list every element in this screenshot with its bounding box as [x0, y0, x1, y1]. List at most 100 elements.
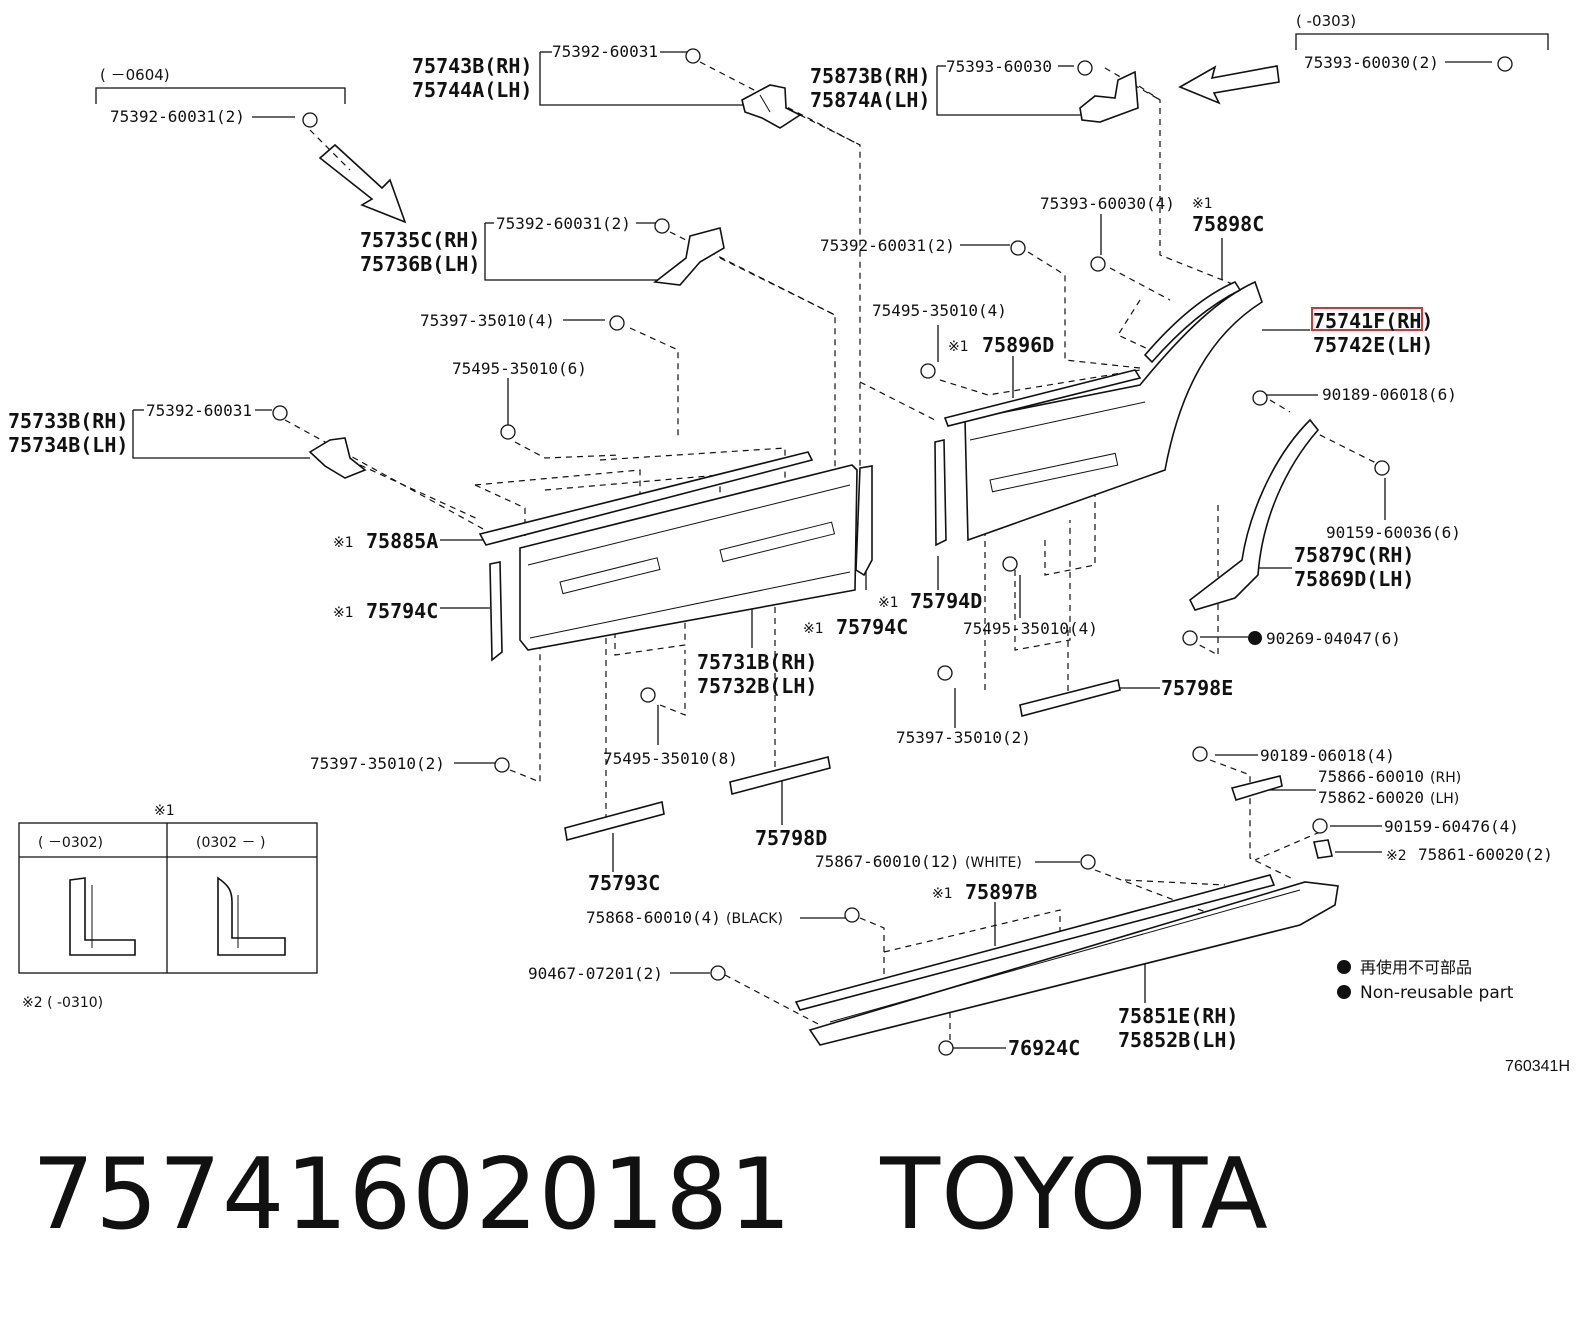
clip-label: 75866-60010	[1318, 767, 1424, 786]
note-mark: ※1	[1192, 196, 1213, 212]
part-label: 75885A	[366, 529, 438, 553]
clip-label: 90467-07201(2)	[528, 964, 663, 983]
legend-dot-en	[1337, 985, 1351, 999]
legend-jp: 再使用不可部品	[1360, 958, 1472, 977]
strip-75798E	[1019, 679, 1121, 717]
part-label-highlighted: 75741F(RH)	[1313, 309, 1433, 333]
clip-label: 90189-06018(4)	[1260, 746, 1395, 765]
part-label: 75732B(LH)	[697, 674, 817, 698]
clip-label-suffix: (BLACK)	[726, 911, 783, 927]
clip-label: 75862-60020	[1318, 788, 1424, 807]
clip-label: 75867-60010(12)	[815, 852, 960, 871]
clip-label: 90159-60036(6)	[1326, 523, 1461, 542]
molding-75885A	[478, 451, 814, 546]
rocker-panel-75851E	[808, 881, 1339, 1046]
part-label: 75794C	[366, 599, 438, 623]
clip-label: 75495-35010(6)	[452, 359, 587, 378]
clip-label: 90159-60476(4)	[1384, 817, 1519, 836]
inset-detail-box	[18, 822, 318, 974]
clip-label: 75393-60030(4)	[1040, 194, 1175, 213]
part-label: 75798D	[755, 826, 827, 850]
note-mark: ※1	[948, 339, 969, 355]
part-label: 75794D	[910, 589, 982, 613]
part-label: 75744A(LH)	[412, 78, 532, 102]
note-mark: ※1	[333, 535, 354, 551]
part-label: 75852B(LH)	[1118, 1028, 1238, 1052]
bracket-75743B	[741, 84, 802, 129]
clip-label: 75861-60020(2)	[1418, 845, 1553, 864]
caption: 757416020181 TOYOTA	[32, 1138, 1269, 1252]
part-label: 75879C(RH)	[1294, 543, 1414, 567]
clip-label: 75392-60031	[552, 42, 658, 61]
legend-en: Non-reusable part	[1360, 983, 1514, 1003]
part-label: 75873B(RH)	[810, 64, 930, 88]
clip-label: 75392-60031(2)	[110, 107, 245, 126]
part-label: 75898C	[1192, 212, 1264, 236]
clip-icons	[272, 48, 1513, 1056]
non-reusable-dot	[1248, 631, 1262, 645]
caption-part-number: 757416020181	[32, 1138, 793, 1252]
part-label: 75733B(RH)	[8, 409, 128, 433]
part-label: 76924C	[1008, 1036, 1080, 1060]
clip-label: 75495-35010(8)	[603, 749, 738, 768]
clip-label-suffix: (RH)	[1430, 770, 1461, 786]
bracket-75733B	[308, 437, 367, 479]
range-label: ( －0604)	[100, 66, 170, 84]
arrow-pointer-left-top	[1178, 65, 1280, 105]
arch-liner-75879C	[1188, 418, 1320, 611]
caption-brand: TOYOTA	[880, 1138, 1269, 1252]
note-mark: ※2	[1386, 848, 1407, 864]
clip-label: 75393-60030	[946, 57, 1052, 76]
part-label: 75743B(RH)	[412, 54, 532, 78]
highlight-box	[1311, 307, 1423, 331]
door-panel-75731B	[519, 464, 858, 651]
clip-label: 75397-35010(2)	[310, 754, 445, 773]
note-mark: ※1	[154, 803, 175, 819]
clip-label-suffix: (LH)	[1430, 791, 1459, 807]
strip-75794C-left	[489, 561, 503, 662]
note-mark: ※1	[932, 886, 953, 902]
bracket-75866	[1230, 775, 1283, 801]
bracket-75735C	[652, 227, 725, 286]
legend-dot-jp	[1337, 960, 1351, 974]
bracket-75873B	[1079, 70, 1139, 123]
note-mark: ※1	[803, 621, 824, 637]
clip-label-suffix: (WHITE)	[965, 855, 1022, 871]
note-range: ※2 ( -0310)	[22, 995, 103, 1011]
clip-label: 90269-04047(6)	[1266, 629, 1401, 648]
range-label: ( -0303)	[1296, 12, 1356, 30]
part-label: 75794C	[836, 615, 908, 639]
strip-75793C	[564, 800, 665, 842]
clip-label: 75397-35010(4)	[420, 311, 555, 330]
part-label: 75869D(LH)	[1294, 567, 1414, 591]
drawing-code: 760341H	[1505, 1058, 1570, 1075]
clip-label: 75393-60030(2)	[1304, 53, 1439, 72]
part-label: 75851E(RH)	[1118, 1004, 1238, 1028]
part-label: 75734B(LH)	[8, 433, 128, 457]
clip-label: 75397-35010(2)	[896, 728, 1031, 747]
part-label: 75735C(RH)	[360, 228, 480, 252]
molding-75898C	[1143, 280, 1242, 364]
note-mark: ※1	[333, 605, 354, 621]
clip-label: 75392-60031	[146, 401, 252, 420]
note-mark: ※1	[878, 595, 899, 611]
part-label: 75731B(RH)	[697, 650, 817, 674]
clip-label: 90189-06018(6)	[1322, 385, 1457, 404]
part-label: 75896D	[982, 333, 1054, 357]
inset-left-label: ( －0302)	[38, 835, 103, 851]
clip-label: 75392-60031(2)	[820, 236, 955, 255]
clip-label: 75868-60010(4)	[586, 908, 721, 927]
strip-75794C-right	[855, 465, 873, 577]
part-label: 75874A(LH)	[810, 88, 930, 112]
part-label: 75798E	[1161, 676, 1233, 700]
part-label: 75742E(LH)	[1313, 333, 1433, 357]
strip-75798D	[729, 756, 831, 795]
cap-75861	[1313, 839, 1333, 859]
molding-75896D	[943, 369, 1142, 427]
clip-label: 75495-35010(4)	[963, 619, 1098, 638]
clip-label: 75495-35010(4)	[872, 301, 1007, 320]
arrow-pointer-down-right	[318, 143, 407, 224]
molding-75897B	[794, 874, 1276, 1011]
part-label: 75736B(LH)	[360, 252, 480, 276]
